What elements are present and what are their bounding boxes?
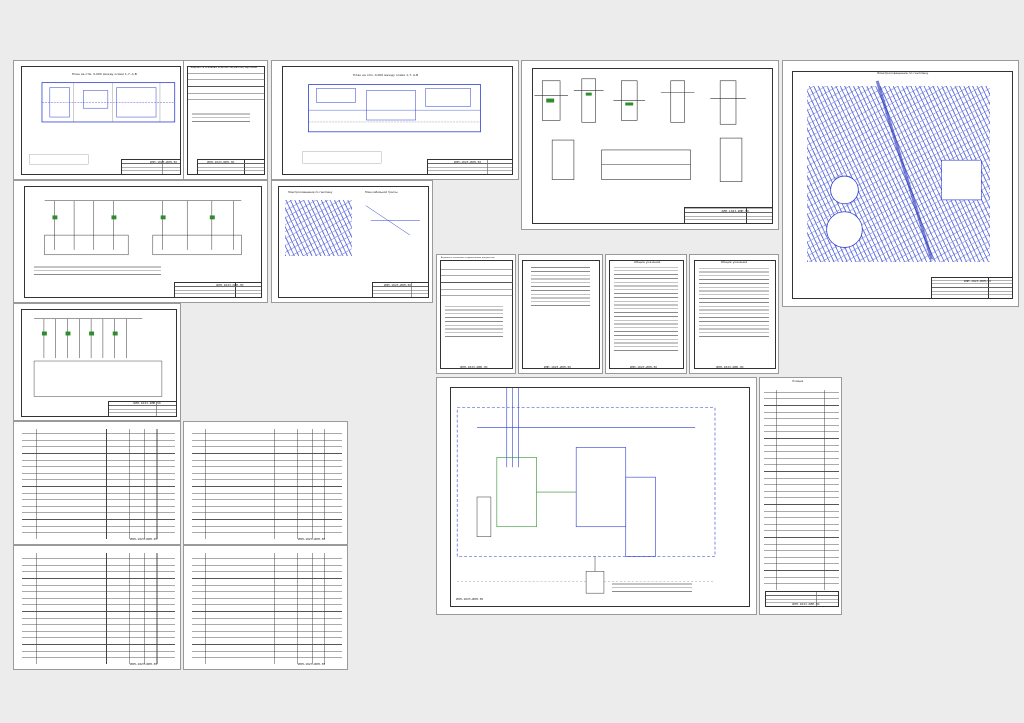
drawing-code: ИЛН-1023-ИЛН-ЭО <box>630 364 658 369</box>
drawing-code: ИЛН-1023-ИЛН-ЭО <box>130 661 158 666</box>
spec-table-columns <box>192 429 343 540</box>
spec-table-columns <box>22 429 176 540</box>
sheet-title: Ведомость основных комплектов рабочих че… <box>190 65 258 69</box>
column-header: Позиция <box>792 380 804 384</box>
title-block <box>372 281 429 299</box>
route-overlay <box>365 205 420 236</box>
sheet-title: Общие указания <box>634 259 661 264</box>
drawing-frame <box>440 259 514 370</box>
spec-table-columns <box>192 553 343 665</box>
sheet-documents-list[interactable]: Ведомость ссылочных и прилагаемых докуме… <box>436 254 516 374</box>
drawing-code: ИЛН-1023-ИЛН-ЭО <box>384 282 412 287</box>
drawing-code: ИЛН-1023-ИЛН-ЭО <box>216 282 244 287</box>
drawing-frame <box>693 259 777 370</box>
drawing-frame <box>281 65 514 176</box>
drawing-frame <box>278 185 429 299</box>
spec-table-columns <box>22 553 176 665</box>
sheet-subtitle: План кабельной трассы <box>364 190 398 194</box>
documents-table <box>440 264 513 303</box>
drawing-code: ИЛН-1023-ИЛН-ЭО <box>792 602 820 607</box>
schematic-drawing <box>44 200 242 256</box>
title-block <box>683 206 773 224</box>
sheet-title: Электроосвещение по генплану <box>877 70 929 75</box>
sheet-title: Ведомость ссылочных и прилагаемых докуме… <box>440 257 495 260</box>
sheet-spec-table-3[interactable]: ИЛН-1023-ИЛН-ЭО <box>13 545 181 670</box>
list-table <box>188 72 265 106</box>
drawing-code: ИЛН-1023-ИЛН-ЭО <box>543 364 571 369</box>
drawing-code: ИЛН-1023-ИЛН-ЭО <box>133 401 161 406</box>
sheet-legend[interactable]: ИЛН-1023-ИЛН-ЭО <box>518 254 603 374</box>
drawing-code: ИЛН-1023-ИЛН-ЭО <box>716 364 744 369</box>
sheet-general-notes-1[interactable]: Общие указания ИЛН-1023-ИЛН-ЭО <box>605 254 687 374</box>
drawing-code: ИЛН-1023-ИЛН-ЭО <box>298 661 326 666</box>
sheet-title: План на отм. 0,000 между осями 1-7, А-В <box>353 72 419 77</box>
title-block <box>931 277 1014 299</box>
sheet-general-notes-2[interactable]: Общие указания ИЛН-1023-ИЛН-ЭО <box>689 254 779 374</box>
notes-text <box>612 580 693 596</box>
sheet-spec-table-4[interactable]: ИЛН-1023-ИЛН-ЭО <box>183 545 348 670</box>
sheet-spec-table-1[interactable]: ИЛН-1023-ИЛН-ЭО <box>13 421 181 545</box>
sheet-spec-table-5[interactable]: Позиция ИЛН-1023-ИЛН-ЭО <box>759 377 842 615</box>
notes-text <box>192 110 251 125</box>
floor-plan-drawing <box>29 82 176 165</box>
drawing-frame <box>24 185 262 299</box>
drawing-code: ИЛН-1023-ИЛН-ЭО <box>721 208 749 213</box>
drawing-code: ИЛН-1023-ИЛН-ЭО <box>454 160 482 165</box>
drawing-frame <box>522 259 601 370</box>
drawing-frame <box>20 65 181 176</box>
sheet-title: План на отм. 0,000 между осями 1-7, А-В <box>71 71 137 76</box>
drawing-code: ИЛН-1023-ИЛН-ЭО <box>207 160 235 165</box>
drawing-code: ИЛН-1023-ИЛН-ЭО <box>298 536 326 541</box>
title-block <box>427 159 514 176</box>
details-drawing <box>534 78 746 182</box>
drawing-frame <box>449 387 750 607</box>
cable-route-drawing <box>284 200 352 257</box>
drawing-frame <box>20 308 177 417</box>
sheet-cable-route[interactable]: Электроосвещение по генплану План кабель… <box>271 180 433 303</box>
control-schematic-drawing <box>456 387 716 594</box>
title-block <box>196 159 266 176</box>
sheet-schematic-1[interactable]: ИЛН-1023-ИЛН-ЭО <box>13 180 268 303</box>
drawing-code: ИЛН-1023-ИЛН-ЭО <box>456 597 484 602</box>
floor-plan-drawing <box>302 84 481 164</box>
legend-text <box>444 304 504 340</box>
notes-text <box>34 265 161 278</box>
sheet-drawings-list[interactable]: Ведомость основных комплектов рабочих че… <box>183 60 268 180</box>
spec-table-columns <box>764 389 839 591</box>
drawing-frame <box>792 70 1014 299</box>
sheet-schematic-2[interactable]: ИЛН-1023-ИЛН-ЭО <box>13 303 181 421</box>
title-block <box>764 590 840 607</box>
sheet-site-plan[interactable]: Электроосвещение по генплану ИЛН-1023-ИЛ… <box>782 60 1019 307</box>
sheet-floor-plan-2[interactable]: План на отм. 0,000 между осями 1-7, А-В … <box>271 60 519 180</box>
sheet-details[interactable]: ИЛН-1023-ИЛН-ЭО <box>521 60 779 230</box>
site-plan-overlay <box>826 80 982 260</box>
title-block <box>108 400 177 417</box>
notes-text <box>614 266 678 355</box>
drawing-frame <box>532 67 773 224</box>
notes-text <box>698 266 770 340</box>
legend-text <box>531 264 590 310</box>
title-block <box>120 159 181 176</box>
drawing-code: ИЛН-1023-ИЛН-ЭО <box>460 364 488 369</box>
schematic-drawing <box>33 318 163 397</box>
sheet-spec-table-2[interactable]: ИЛН-1023-ИЛН-ЭО <box>183 421 348 545</box>
sheet-title: Электроосвещение по генплану <box>288 190 333 194</box>
sheet-title: Общие указания <box>720 259 748 264</box>
drawing-frame <box>609 259 685 370</box>
sheet-floor-plan-1[interactable]: План на отм. 0,000 между осями 1-7, А-В … <box>13 60 185 180</box>
drawing-code: ИЛН-1023-ИЛН-ЭО <box>963 279 992 284</box>
drawing-code: ИЛН-1023-ИЛН-ЭО <box>150 160 178 165</box>
title-block <box>173 281 262 299</box>
sheet-control-schematic[interactable]: ИЛН-1023-ИЛН-ЭО <box>436 377 757 615</box>
drawing-code: ИЛН-1023-ИЛН-ЭО <box>130 536 158 541</box>
